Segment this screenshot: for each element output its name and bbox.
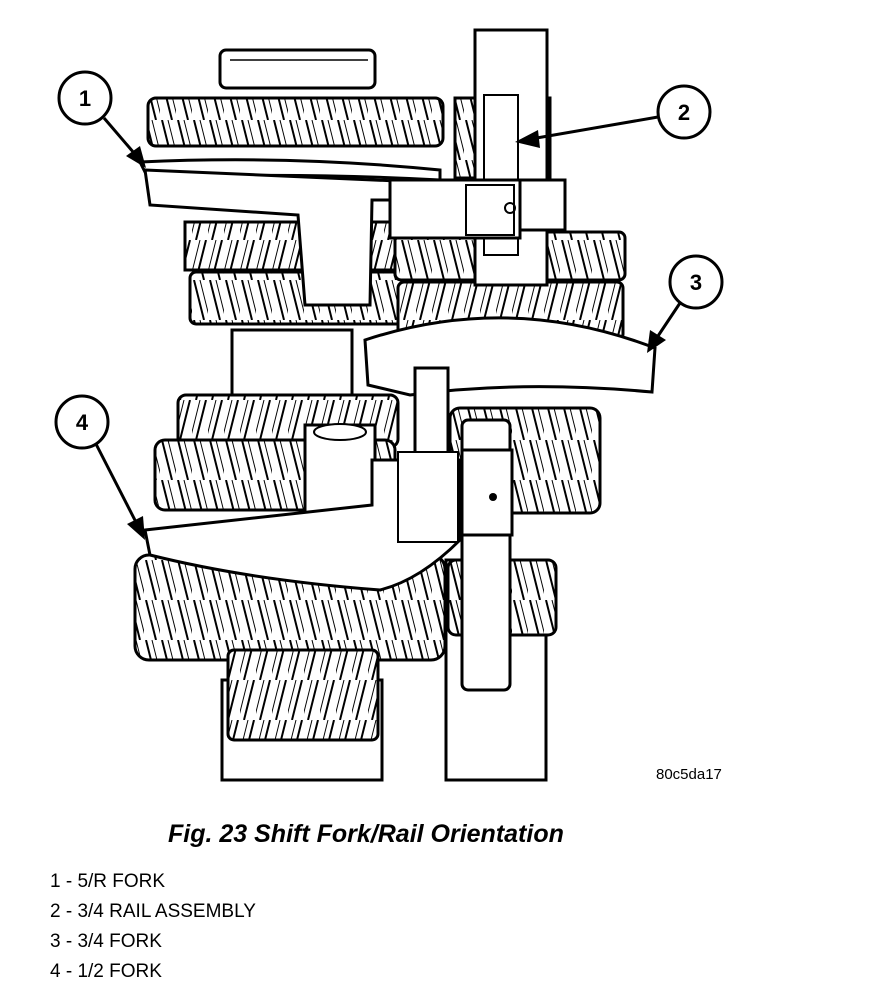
rail-assembly (460, 28, 549, 692)
legend-item: 1 - 5/R FORK (50, 871, 166, 892)
legend-item: 2 - 3/4 RAIL ASSEMBLY (50, 901, 256, 922)
top-hub (218, 48, 377, 90)
legend-item: 3 - 3/4 FORK (50, 931, 162, 952)
callout-2: 2 (515, 84, 712, 148)
callout-3-number: 3 (690, 270, 702, 295)
callout-4: 4 (54, 394, 145, 540)
figure-caption: Fig. 23 Shift Fork/Rail Orientation (168, 820, 564, 848)
callout-2-number: 2 (678, 100, 690, 125)
gear-train-illustration: 1 2 3 4 (54, 28, 724, 782)
callout-4-number: 4 (76, 410, 89, 435)
callout-1-number: 1 (79, 86, 91, 111)
fork-1-2 (143, 423, 462, 592)
legend-item: 4 - 1/2 FORK (50, 961, 162, 982)
fork-5r (137, 158, 567, 307)
callout-3: 3 (647, 254, 724, 353)
legend-list: 1 - 5/R FORK 2 - 3/4 RAIL ASSEMBLY 3 - 3… (50, 867, 256, 987)
top-gear (146, 96, 445, 148)
callout-1: 1 (57, 70, 146, 168)
figure-reference-code: 80c5da17 (656, 766, 722, 783)
